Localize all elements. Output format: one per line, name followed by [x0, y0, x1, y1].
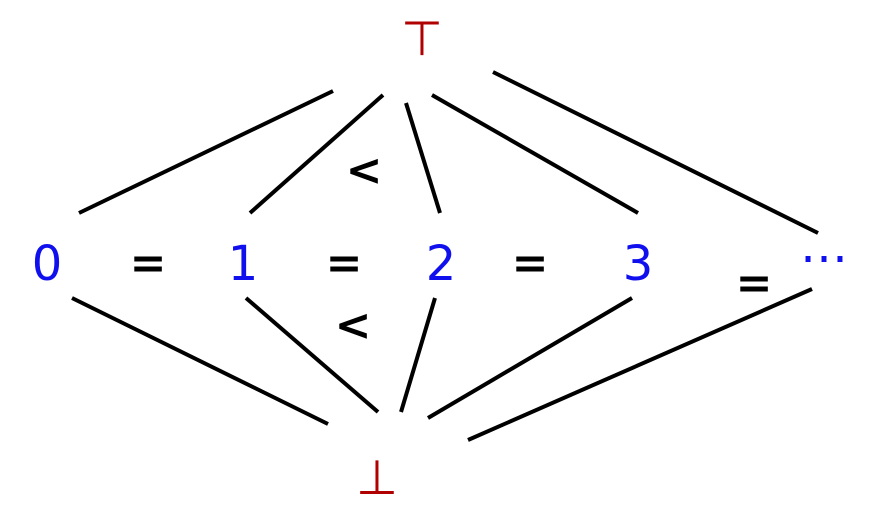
edge-top-3 [431, 93, 639, 215]
bottom-edges [71, 287, 813, 442]
top-element: ⊤ [401, 11, 443, 67]
equals-3-ellipsis: = [736, 258, 773, 309]
edge-top-2 [404, 102, 442, 214]
edge-top-0 [78, 89, 334, 215]
equals-1-2: = [326, 238, 363, 289]
value-ellipsis: … [800, 218, 848, 274]
value-2: 2 [426, 236, 457, 292]
equals-0-1: = [130, 238, 167, 289]
value-1: 1 [228, 236, 259, 292]
bottom-element: ⊥ [356, 450, 398, 506]
edge-bottom-2 [399, 297, 437, 413]
edge-top-ellipsis [492, 70, 819, 235]
equals-2-3: = [512, 238, 549, 289]
edge-bottom-1 [244, 296, 380, 414]
value-0: 0 [32, 236, 63, 292]
top-edges [78, 70, 819, 235]
edge-bottom-3 [426, 296, 634, 420]
edge-bottom-ellipsis [467, 287, 813, 442]
edge-bottom-0 [71, 296, 329, 426]
less-than-upper: < [346, 145, 383, 196]
edge-top-1 [248, 93, 385, 215]
value-3: 3 [623, 236, 654, 292]
less-than-lower: < [335, 300, 372, 351]
